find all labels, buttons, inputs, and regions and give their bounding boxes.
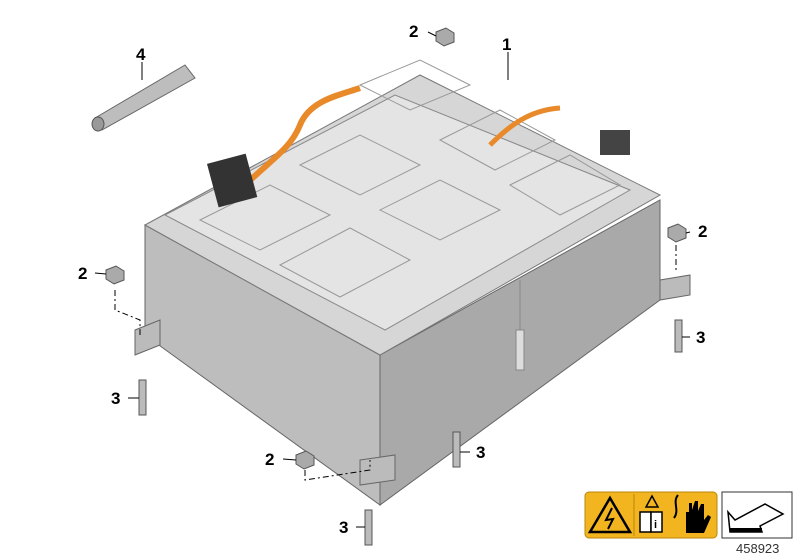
callout-2: 2 xyxy=(698,222,707,241)
leader-lines xyxy=(94,31,691,528)
hv-cable-right xyxy=(488,105,561,147)
diagram-number: 458923 xyxy=(736,541,779,556)
warning-label: i xyxy=(584,491,718,539)
arrow-reference-icon xyxy=(721,491,793,539)
connector-plug xyxy=(206,153,258,208)
callout-2: 2 xyxy=(78,264,87,283)
hex-nuts[interactable] xyxy=(105,27,687,470)
callout-3: 3 xyxy=(476,443,485,462)
assembly-lines xyxy=(114,245,677,481)
read-manual-icon: i xyxy=(639,494,663,533)
electric-shock-hand-icon xyxy=(673,494,711,533)
connector-right xyxy=(600,130,630,155)
callout-3: 3 xyxy=(111,389,120,408)
callout-2: 2 xyxy=(409,22,418,41)
callout-4: 4 xyxy=(136,45,146,64)
high-voltage-warning-icon xyxy=(587,495,633,534)
guide-pin[interactable] xyxy=(91,64,196,132)
hv-cable-left xyxy=(237,85,361,193)
callout-1: 1 xyxy=(502,35,511,54)
battery-housing[interactable] xyxy=(134,59,691,506)
svg-text:i: i xyxy=(654,519,657,531)
callout-2: 2 xyxy=(265,450,274,469)
callout-3: 3 xyxy=(339,518,348,537)
callout-3: 3 xyxy=(696,328,705,347)
